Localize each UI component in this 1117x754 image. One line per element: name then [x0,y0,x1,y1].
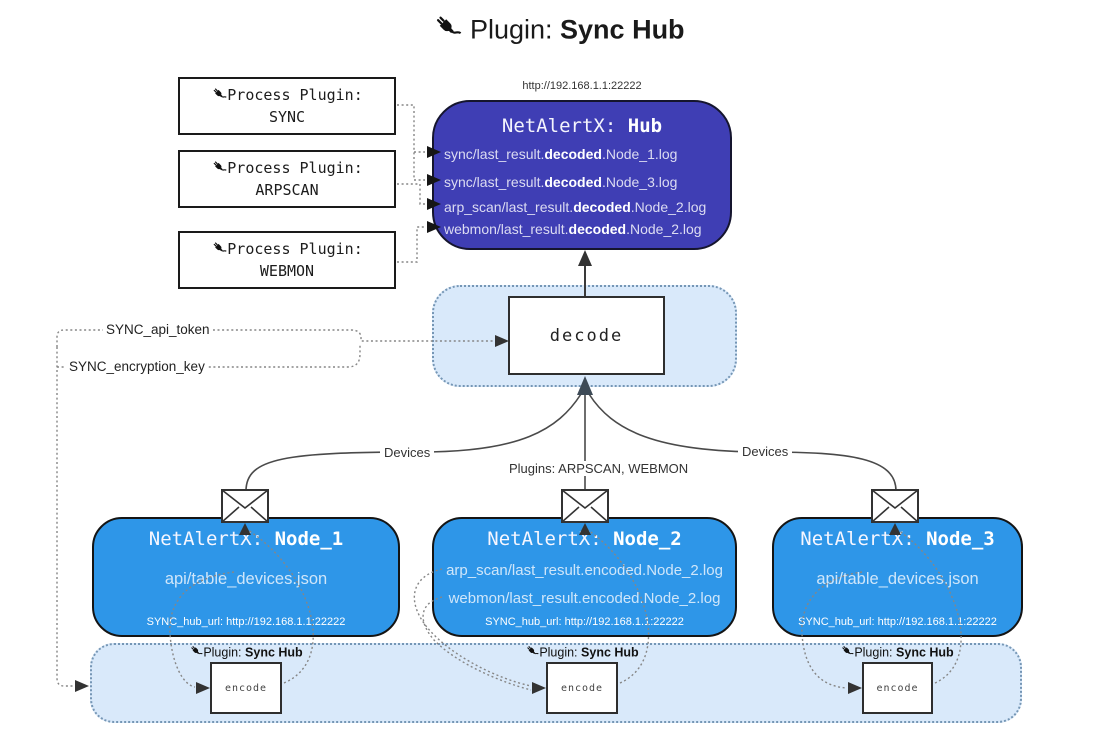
process-plugin-box-webmon: Process Plugin: WEBMON [178,231,396,289]
process-plugin-box-arpscan: Process Plugin: ARPSCAN [178,150,396,208]
plug-icon [211,86,227,102]
encode-box-3: encode [862,662,933,714]
node-hub-url: SYNC_hub_url: http://192.168.1.1:22222 [146,616,346,628]
node-file: api/table_devices.json [816,570,979,588]
plugins-label-center: Plugins: ARPSCAN, WEBMON [505,461,693,476]
plug-icon [525,644,539,658]
hub-title: NetAlertX: Hub [434,115,730,137]
plug-icon [840,644,854,658]
plug-icon [211,159,227,175]
decode-box: decode [508,296,665,375]
node-title: NetAlertX: Node_3 [800,528,995,550]
encode-box-1: encode [210,662,282,714]
hub-file-row: webmon/last_result.decoded.Node_2.log [444,221,702,237]
node-box-2: NetAlertX: Node_2 arp_scan/last_result.e… [432,517,737,637]
node-file: api/table_devices.json [164,570,328,588]
process-plugin-name: SYNC [268,107,306,126]
node-title: NetAlertX: Node_2 [487,528,682,550]
hub-title-name: Hub [627,115,663,137]
hub-file-row: sync/last_result.decoded.Node_3.log [444,174,678,190]
title-prefix: Plugin: [469,14,553,45]
node-hub-url: SYNC_hub_url: http://192.168.1.1:22222 [485,616,684,628]
hub-file-row: sync/last_result.decoded.Node_1.log [444,146,678,162]
plug-icon [211,240,227,256]
process-plugin-box-sync: Process Plugin: SYNC [178,77,396,135]
node-box-3: NetAlertX: Node_3 api/table_devices.json… [772,517,1023,637]
hub-box: NetAlertX: Hub sync/last_result.decoded.… [432,100,732,250]
envelope-icon [871,489,919,523]
node-file: webmon/last_result.encoded.Node_2.log [448,590,721,607]
envelope-icon [561,489,609,523]
encode-plugin-label: Plugin: Sync Hub [502,644,662,659]
devices-label-right: Devices [738,444,793,459]
hub-url-label: http://192.168.1.1:22222 [522,80,642,92]
plug-icon [189,644,203,658]
encode-plugin-label: Plugin: Sync Hub [817,644,977,659]
node-hub-url: SYNC_hub_url: http://192.168.1.1:22222 [798,616,997,628]
node-file: arp_scan/last_result.encoded.Node_2.log [446,562,723,579]
encode-box-2: encode [546,662,618,714]
hub-file-row: arp_scan/last_result.decoded.Node_2.log [444,199,707,215]
devices-label-left: Devices [380,445,435,460]
envelope-icon [221,489,269,523]
process-plugin-name: ARPSCAN [255,180,319,199]
hub-title-prefix: NetAlertX: [501,115,617,137]
sync-api-token-label: SYNC_api_token [103,322,213,337]
node-box-1: NetAlertX: Node_1 api/table_devices.json… [92,517,400,637]
plug-icon [432,12,462,42]
process-plugin-name: WEBMON [259,261,315,280]
sync-encryption-key-label: SYNC_encryption_key [66,359,208,374]
diagram-title: Plugin: Sync Hub [0,12,1117,45]
encode-plugin-label: Plugin: Sync Hub [166,644,326,659]
title-name: Sync Hub [560,14,685,45]
node-title: NetAlertX: Node_1 [148,528,344,550]
